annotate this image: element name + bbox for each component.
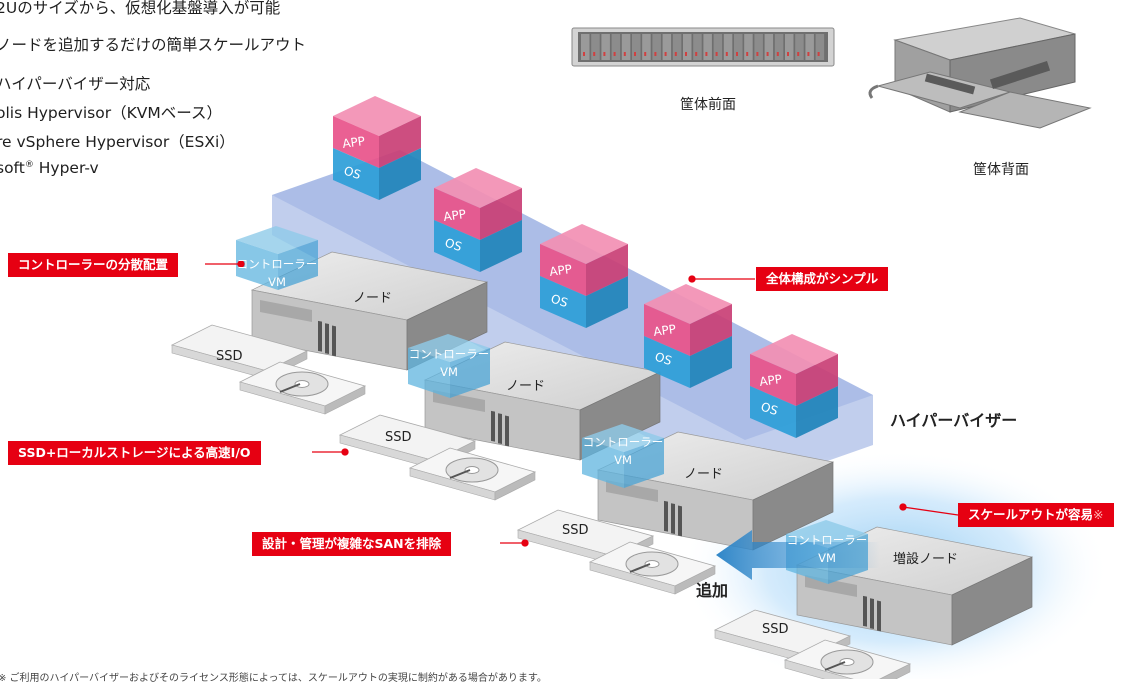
drive-bay [652, 34, 661, 60]
os-label: OS [342, 164, 363, 183]
hypervisor-label: ハイパーバイザー [890, 411, 1018, 430]
drive-bay [632, 34, 641, 60]
footnote: ※ ご利用のハイパーバイザーおよびそのライセンス形態によっては、スケールアウトの… [0, 673, 547, 684]
app-label: APP [652, 322, 676, 339]
drive-led [705, 52, 708, 56]
app-label: APP [548, 262, 572, 279]
node-label: ノード [684, 467, 723, 482]
drive-bay [805, 34, 814, 60]
drive-led [654, 52, 657, 56]
drive-bay [795, 34, 804, 60]
os-label: OS [653, 350, 674, 369]
drive-led [756, 52, 759, 56]
callout-connectors [205, 260, 959, 547]
drive-bay [601, 34, 610, 60]
controller-vm-label: コントローラー [409, 347, 490, 361]
controller-vm-sublabel: VM [268, 275, 286, 289]
drive-bay [734, 34, 743, 60]
feature-hypervisor-support: ハイパーバイザー対応 [0, 75, 151, 93]
drive-led [766, 52, 769, 56]
chassis-front-caption: 筐体前面 [680, 97, 736, 113]
drive-led [623, 52, 626, 56]
drive-led [664, 52, 667, 56]
drive-bay [764, 34, 774, 60]
add-label: 追加 [696, 581, 729, 600]
chassis-back-caption: 筐体背面 [973, 162, 1029, 178]
drive-bay [693, 34, 702, 60]
app-label: APP [758, 372, 782, 389]
drive-bay [611, 34, 621, 60]
ssd-label: SSD [762, 622, 789, 637]
app-label: APP [341, 134, 365, 151]
drive-led [674, 52, 677, 56]
drive-led [685, 52, 687, 56]
os-label: OS [549, 292, 570, 311]
feature-hyperv: soft® Hyper-v [0, 159, 99, 177]
drive-bay [703, 34, 712, 60]
chassis-back-image [868, 17, 1092, 129]
drive-bay [713, 34, 723, 60]
drive-bay [662, 34, 672, 60]
controller-vm-label: コントローラー [787, 533, 868, 547]
ssd-label: SSD [216, 349, 243, 364]
drive-bay [591, 34, 600, 60]
controller-vm-sublabel: VM [614, 453, 632, 467]
feature-2u-size: 2Uのサイズから、仮想化基盤導入が可能 [0, 0, 281, 17]
ssd-label: SSD [385, 430, 412, 445]
drive-bay [785, 34, 794, 60]
drive-bay [744, 34, 753, 60]
drive-bay [642, 34, 651, 60]
callout-scale-out: スケールアウトが容易※ [958, 503, 1114, 527]
new-node-label: 増設ノード [893, 551, 958, 567]
callout-distributed-controller: コントローラーの分散配置 [8, 253, 179, 277]
add-arrow [716, 530, 880, 580]
drive-bay [815, 34, 825, 60]
drive-led [644, 52, 647, 56]
ssd-label: SSD [562, 523, 589, 538]
drive-led [797, 52, 800, 56]
app-label: APP [442, 207, 466, 224]
controller-vm-sublabel: VM [818, 551, 836, 565]
drive-led [725, 52, 728, 56]
feature-scale-out: ノードを追加するだけの簡単スケールアウト [0, 36, 307, 54]
callout-simple-config: 全体構成がシンプル [756, 267, 889, 291]
drive-led [603, 52, 606, 56]
drive-led [613, 52, 616, 56]
drive-led [695, 52, 698, 56]
callout-eliminate-san: 設計・管理が複雑なSANを排除 [252, 532, 452, 556]
drive-led [593, 52, 596, 56]
drive-led [746, 52, 749, 56]
controller-vm-label: コントローラー [583, 435, 664, 449]
drive-bay [683, 34, 692, 60]
drive-led [807, 52, 810, 56]
node-label: ノード [353, 291, 392, 306]
chassis-front-image [571, 27, 835, 67]
controller-vm-sublabel: VM [440, 365, 458, 379]
drive-bay [621, 34, 631, 60]
node-label: ノード [506, 379, 545, 394]
drive-led [736, 52, 738, 56]
drive-bay [581, 34, 590, 60]
os-label: OS [759, 400, 780, 419]
feature-vsphere: re vSphere Hypervisor（ESXi） [0, 133, 235, 151]
os-label: OS [443, 236, 464, 255]
drive-bay [723, 34, 733, 60]
drive-led [634, 52, 636, 56]
drive-led [817, 52, 820, 56]
drive-bay [774, 34, 784, 60]
drive-led [787, 52, 789, 56]
drive-bay [754, 34, 763, 60]
callout-ssd-local-storage: SSD+ローカルストレージによる高速I/O [8, 441, 261, 465]
drive-led [583, 52, 585, 56]
controller-vm-label: コントローラー [237, 257, 318, 271]
drive-bay [672, 34, 682, 60]
feature-acropolis: olis Hypervisor（KVMベース） [0, 104, 222, 122]
drive-led [776, 52, 779, 56]
drive-led [715, 52, 718, 56]
